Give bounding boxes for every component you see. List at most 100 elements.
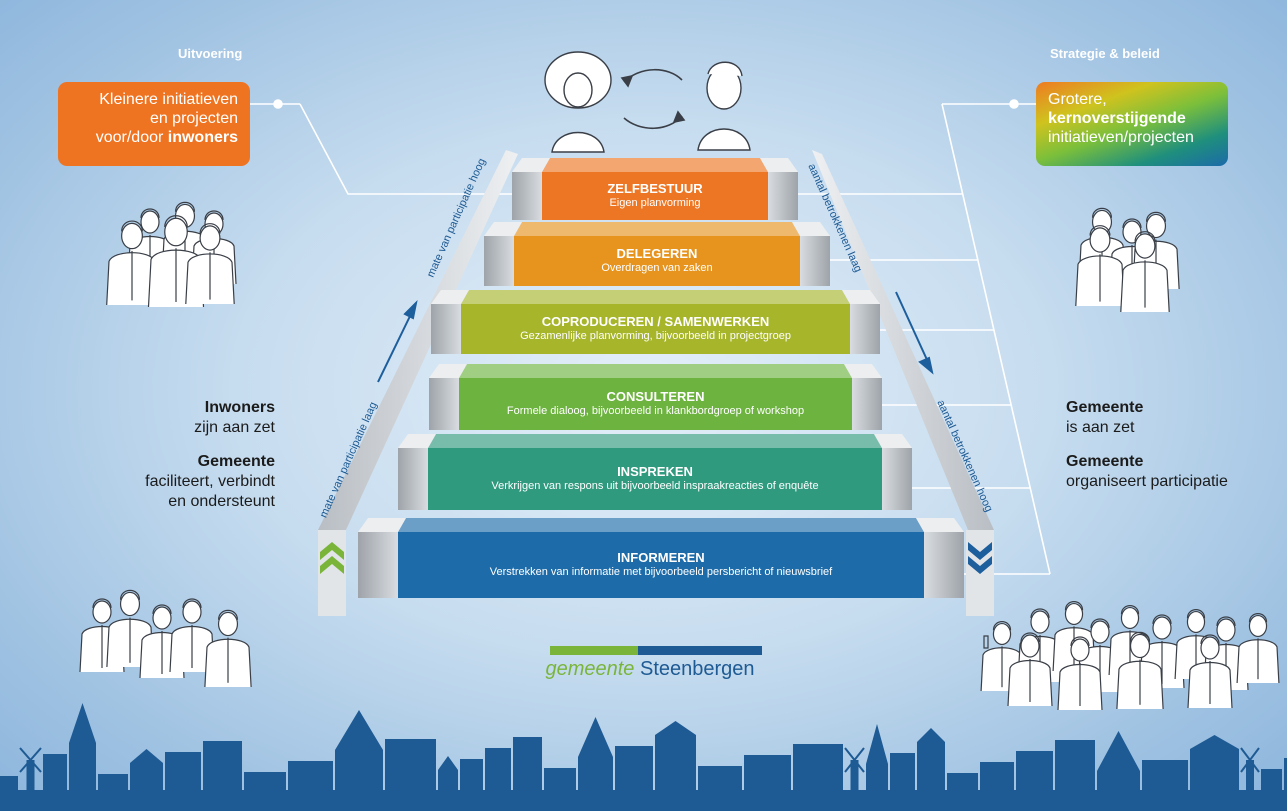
person-head <box>121 222 143 250</box>
person-hair <box>1070 636 1090 647</box>
left-rail <box>318 150 518 530</box>
right-role-gemeente2: Gemeente <box>1066 453 1144 470</box>
step-tread <box>459 364 852 378</box>
woman-portrait-icon <box>544 51 612 153</box>
left-roles-text: Inwoners zijn aan zet Gemeente facilitee… <box>100 398 275 512</box>
person-hair <box>121 220 143 232</box>
thumbs-up-icon <box>983 635 989 649</box>
person-hair <box>1120 605 1140 615</box>
skyline-building <box>203 741 242 790</box>
skyline-building <box>615 746 653 790</box>
person-head <box>1070 638 1090 662</box>
person-hair <box>1091 207 1113 218</box>
skyline-building <box>947 773 978 790</box>
step-side-right <box>882 448 912 510</box>
left-role-line1: zijn aan zet <box>194 419 275 436</box>
step-tread-side <box>398 434 436 448</box>
person-head <box>92 600 112 624</box>
chevron-up-green-icon <box>320 542 344 574</box>
arrow-up-left <box>377 299 418 383</box>
person-hair <box>1186 609 1206 619</box>
person-hair <box>1248 613 1268 623</box>
person-head <box>152 606 172 630</box>
person-hair <box>164 215 188 228</box>
skyline-building <box>793 744 843 790</box>
box-right-bold: kernoverstijgende <box>1048 110 1186 127</box>
skyline-windmill <box>26 760 35 790</box>
windmill-blade <box>844 747 865 773</box>
step-riser <box>542 172 768 220</box>
logo-name: Steenbergen <box>634 658 755 680</box>
man-portrait-icon <box>697 61 751 151</box>
person-hair <box>119 589 141 600</box>
windmill-blade <box>1240 747 1260 773</box>
step-subtitle: Verstrekken van informatie met bijvoorbe… <box>489 566 833 578</box>
skyline-house <box>655 721 696 790</box>
step-tread <box>398 518 924 532</box>
step-title: INSPREKEN <box>617 464 693 479</box>
person-hair <box>1064 601 1084 611</box>
person-hair <box>182 598 202 609</box>
step-title: DELEGEREN <box>616 246 698 261</box>
person-head <box>1120 606 1140 630</box>
step-title: COPRODUCEREN / SAMENWERKEN <box>541 314 770 329</box>
person-head <box>1129 633 1151 659</box>
person-hair <box>174 201 196 212</box>
person-hair <box>152 604 172 615</box>
right-role-line1: is aan zet <box>1066 419 1135 436</box>
skyline-building <box>698 766 742 790</box>
person-hair <box>1129 631 1151 642</box>
skyline-building <box>544 768 576 790</box>
right-roles-text: Gemeente is aan zet Gemeente organiseert… <box>1066 398 1266 492</box>
person-head <box>1152 616 1172 640</box>
person-hair <box>1134 231 1156 242</box>
person-hair <box>1090 618 1110 629</box>
skyline-building <box>1016 751 1053 790</box>
step-tread <box>514 222 800 236</box>
person-hair <box>1200 634 1220 645</box>
left-connector <box>250 99 540 195</box>
step-side-left <box>512 172 542 220</box>
person-head <box>1020 634 1040 658</box>
step-tread-side <box>431 290 469 304</box>
skyline-spire <box>866 724 888 790</box>
person-hair <box>1089 225 1111 236</box>
step-tread <box>542 158 768 172</box>
person-head <box>182 600 202 624</box>
skyline-building <box>1055 740 1095 790</box>
left-role-inwoners: Inwoners <box>204 399 275 416</box>
box-grotere-initiatieven: Grotere, kernoverstijgende initiatieven/… <box>1036 82 1228 166</box>
step-tread-side <box>484 222 522 236</box>
arrow-down-right <box>895 291 934 375</box>
step-title: INFORMEREN <box>617 550 705 565</box>
person-head <box>140 210 160 234</box>
step-side-left <box>484 236 514 286</box>
person-hair <box>1145 211 1167 222</box>
step-subtitle: Overdragen van zaken <box>601 262 713 274</box>
right-role-line2: organiseert participatie <box>1066 473 1228 490</box>
skyline-building <box>1261 769 1282 790</box>
box-kleinere-initiatieven: Kleinere initiatieven en projecten voor/… <box>58 82 250 166</box>
person-hair <box>199 223 221 234</box>
skyline-building <box>485 748 511 790</box>
box-right-line3: initiatieven/projecten <box>1048 129 1194 146</box>
step-tread-side <box>358 518 406 532</box>
step-side-right <box>850 304 880 354</box>
left-role-line2: faciliteert, verbindt <box>145 473 275 490</box>
step-side-left <box>431 304 461 354</box>
skyline-house <box>130 749 163 790</box>
person-hair <box>140 208 160 219</box>
person-head <box>1134 233 1156 259</box>
person-head <box>1145 213 1167 239</box>
skyline-house <box>917 728 945 790</box>
step-tread-side <box>512 158 550 172</box>
skyline-spire <box>335 710 383 790</box>
skyline-building <box>890 753 915 790</box>
step-tread <box>428 434 882 448</box>
steps-group <box>358 158 964 598</box>
person-head <box>1064 602 1084 626</box>
step-tread-side <box>429 364 467 378</box>
person-head <box>119 591 141 617</box>
step-title: CONSULTEREN <box>606 389 705 404</box>
